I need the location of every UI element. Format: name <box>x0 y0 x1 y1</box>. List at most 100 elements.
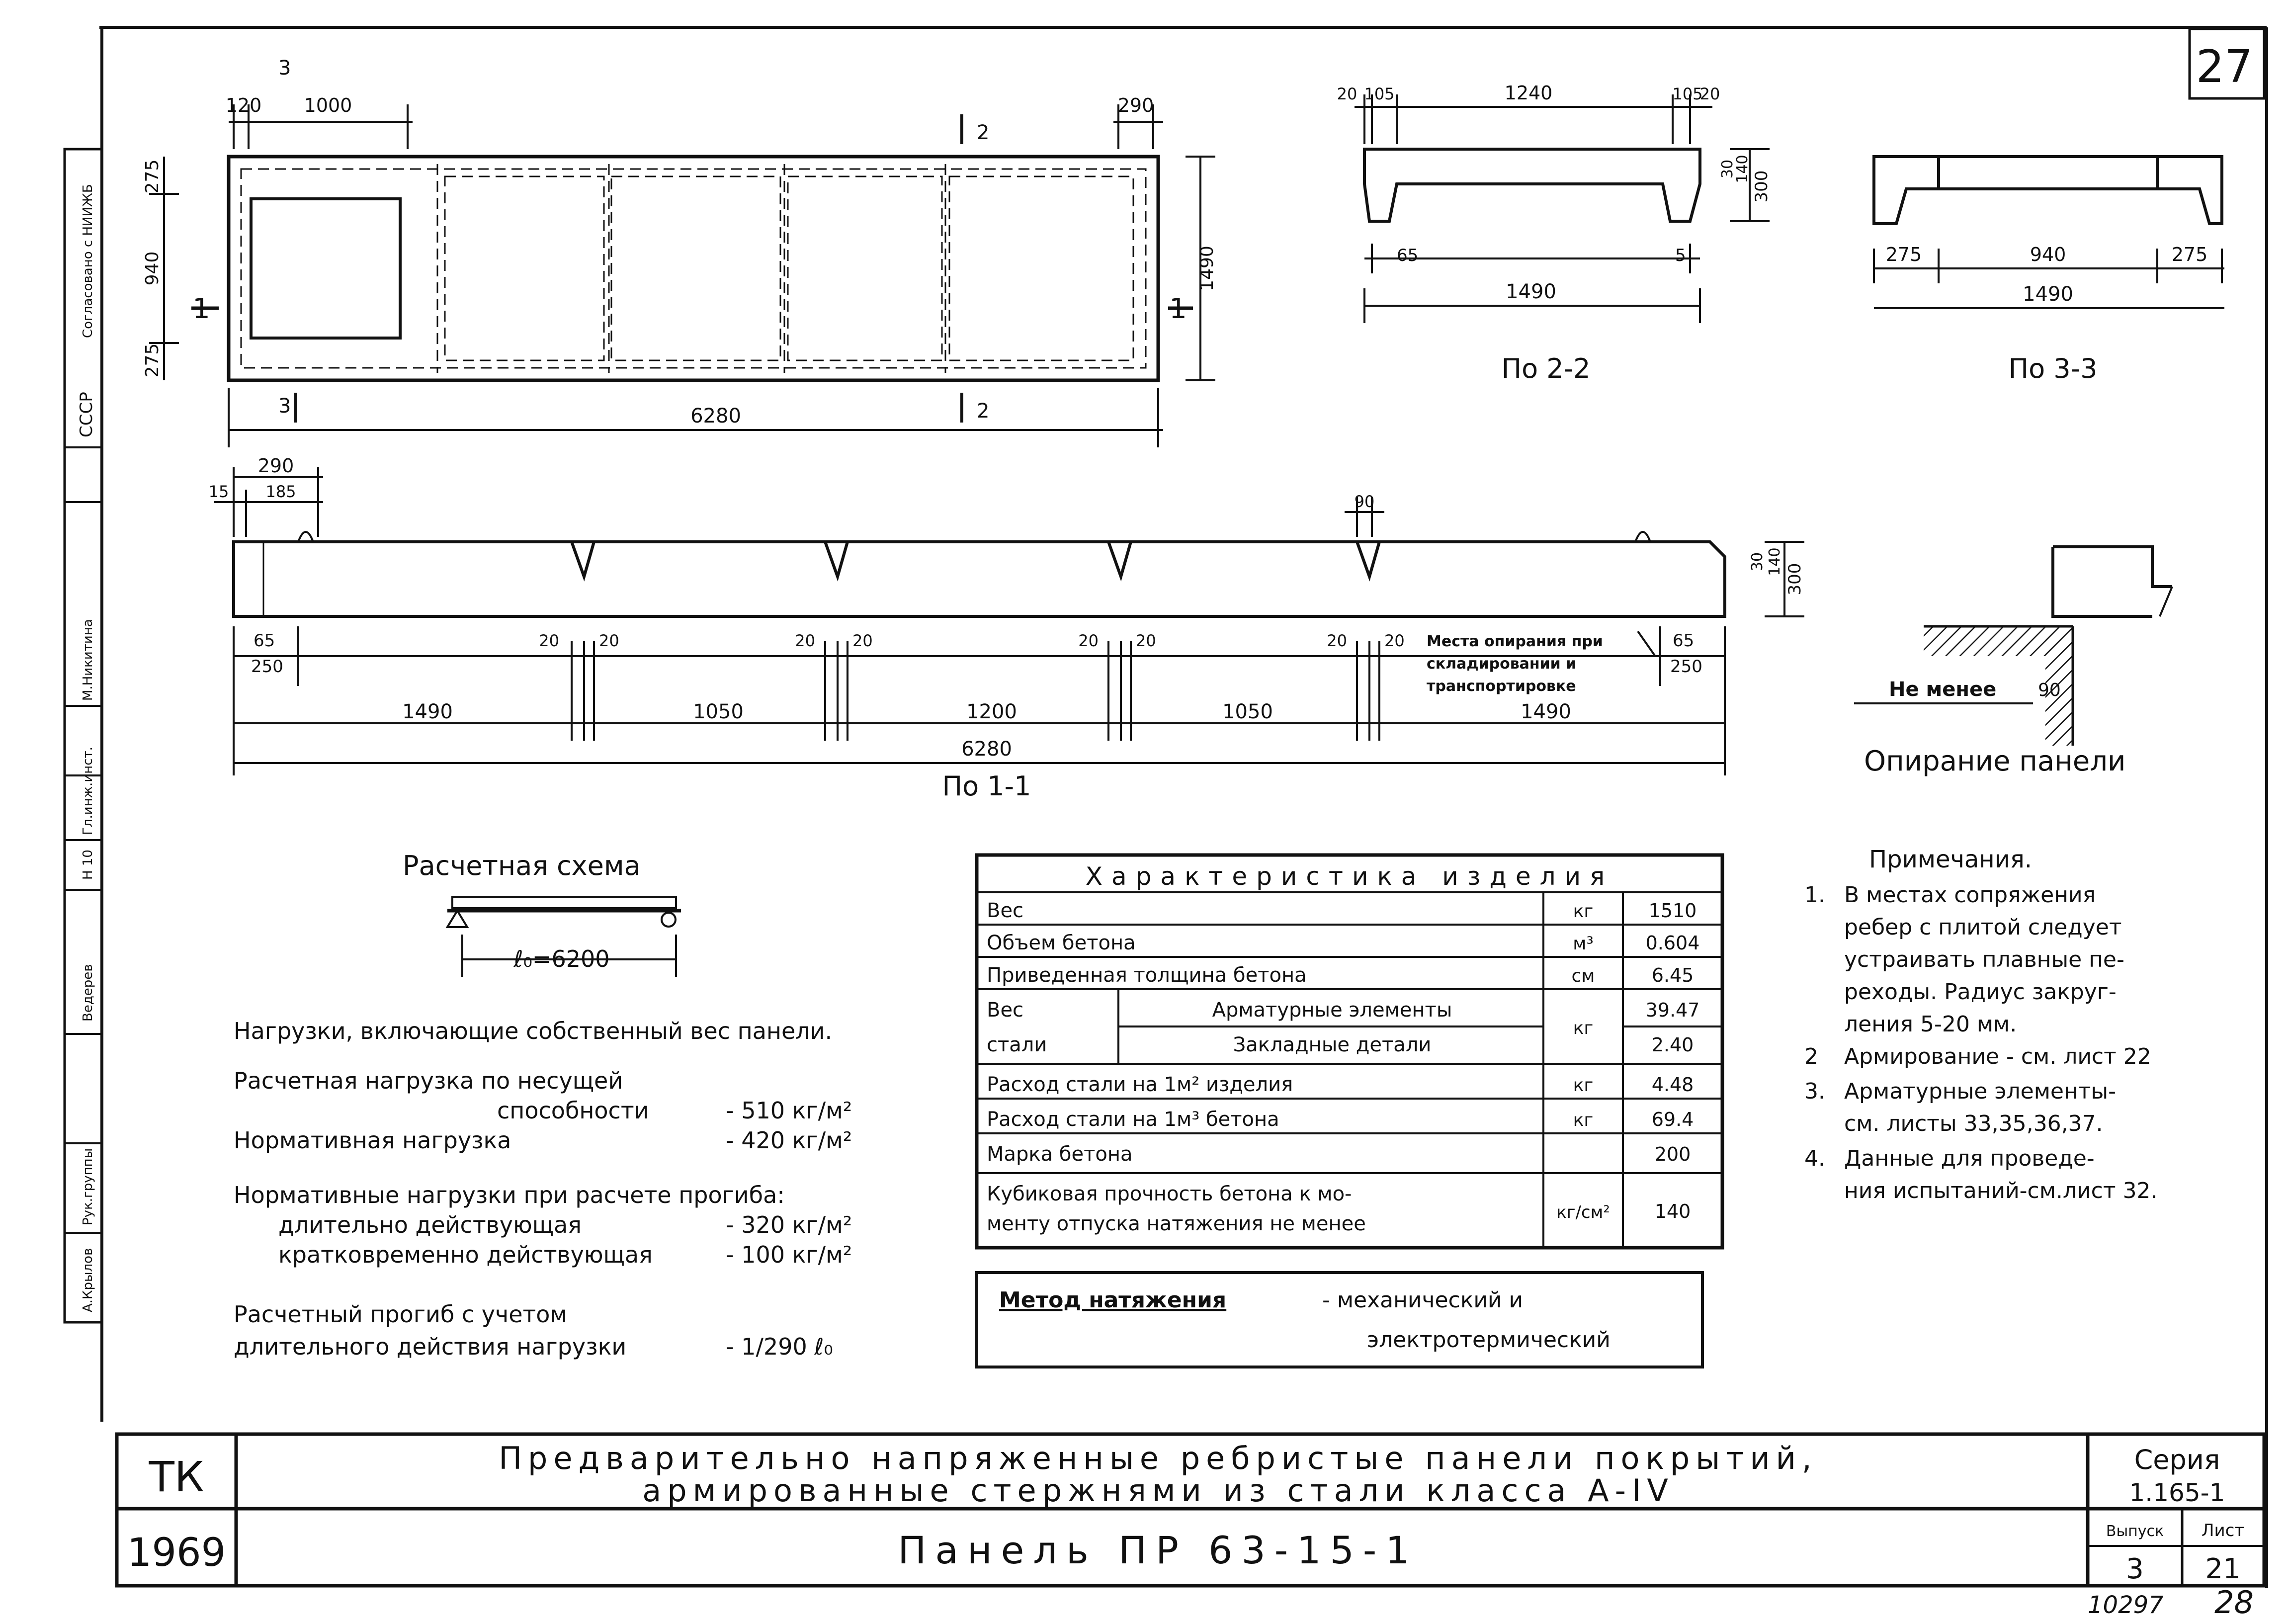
sec11-dim-290: 290 <box>258 455 294 477</box>
sec22-dim-20a: 20 <box>1337 85 1357 103</box>
loads-short-term: кратковременно действующая <box>278 1241 653 1268</box>
char-row-6-label: Кубиковая прочность бетона к мо- <box>987 1183 1352 1205</box>
sec22-dim-30: 30 <box>1719 160 1736 178</box>
support-not-less: Не менее <box>1889 678 1996 701</box>
notes: Примечания. 1. В местах сопряжения ребер… <box>1804 846 2157 1203</box>
char-row-5-value: 200 <box>1655 1143 1691 1165</box>
loads-deflection-2: длительного действия нагрузки <box>234 1333 626 1360</box>
char-steel-sub-2: Закладные детали <box>1233 1033 1432 1056</box>
title-series-label: Серия <box>2134 1444 2220 1475</box>
char-steel-sub-1: Арматурные элементы <box>1212 999 1452 1022</box>
char-row-2-value: 6.45 <box>1652 964 1694 986</box>
loads-short-term-value: - 100 кг/м² <box>726 1241 852 1268</box>
char-title: Характеристика изделия <box>1086 862 1613 891</box>
char-steel-val-2: 2.40 <box>1652 1034 1694 1056</box>
sec22-dim-300: 300 <box>1752 171 1772 203</box>
plan-dim-left-940: 940 <box>142 252 163 286</box>
sec11-dim-15: 15 <box>209 482 229 501</box>
title-org: ТК <box>149 1453 204 1501</box>
char-row-4-value: 69.4 <box>1652 1109 1694 1130</box>
plan-view: 120 1000 290 275 940 275 1490 6280 1 1 2… <box>142 57 1217 447</box>
char-row-3-value: 4.48 <box>1652 1074 1694 1096</box>
sec11-overall-6280: 6280 <box>961 738 1012 761</box>
plan-dim-right-1490: 1490 <box>1197 246 1217 291</box>
char-row-3-label: Расход стали на 1м² изделия <box>987 1073 1293 1096</box>
char-steel-label-2: стали <box>987 1033 1047 1056</box>
char-row-6-value: 140 <box>1655 1200 1691 1222</box>
sec11-span-1490b: 1490 <box>1521 700 1571 723</box>
title-year: 1969 <box>127 1531 226 1575</box>
sec11-dim-rib2a: 20 <box>795 631 815 650</box>
note-1-line-3: устраивать плавные пе- <box>1844 947 2124 972</box>
stamp-col-2: Ведерев <box>81 964 95 1022</box>
plan-dim-6280: 6280 <box>690 405 741 427</box>
note-1-line-4: реходы. Радиус закруг- <box>1844 979 2117 1005</box>
char-row-1-unit: м³ <box>1573 934 1594 954</box>
title-block: ТК 1969 Предварительно напряженные ребри… <box>115 1432 2266 1588</box>
title-line-2: армированные стержнями из стали класса А… <box>642 1472 1674 1509</box>
stamp-col-1: Рук.группы <box>81 1148 95 1225</box>
char-row-6-label2: менту отпуска натяжения не менее <box>987 1212 1366 1235</box>
stamp-col-3: Н 10 <box>81 850 95 880</box>
sec33-dim-940: 940 <box>2030 244 2066 265</box>
note-1-line-5: ления 5-20 мм. <box>1844 1012 2017 1037</box>
page-number-box <box>2188 27 2266 100</box>
stamp-col-0: А.Крылов <box>81 1248 95 1312</box>
sec11-dim-65a: 65 <box>254 631 275 651</box>
plan-mark-3-bottom: 3 <box>278 395 291 418</box>
char-row-0-unit: кг <box>1573 901 1594 922</box>
plan-dim-left-275a: 275 <box>142 160 163 194</box>
sec11-dim-rib4a: 20 <box>1327 631 1347 650</box>
sec11-span-1050a: 1050 <box>693 700 744 723</box>
char-steel-val-1: 39.47 <box>1646 999 1700 1021</box>
sec11-span-1490a: 1490 <box>402 700 453 723</box>
sec11-dim-rib3a: 20 <box>1078 631 1099 650</box>
sec22-dim-1490: 1490 <box>1506 280 1556 303</box>
calc-span-label: ℓ₀=6200 <box>513 945 609 972</box>
char-row-1-label: Объем бетона <box>987 932 1136 954</box>
note-1-line-1: В местах сопряжения <box>1844 882 2096 908</box>
support-detail: Не менее 90 Опирание панели <box>1854 545 2173 777</box>
note-3-line-2: см. листы 33,35,36,37. <box>1844 1111 2103 1136</box>
char-row-0-value: 1510 <box>1649 900 1697 922</box>
sec11-caption: По 1-1 <box>942 770 1031 802</box>
loads-normative: Нормативная нагрузка <box>234 1127 511 1154</box>
sec22-dim-105b: 105 <box>1672 85 1702 103</box>
note-3-n: 3. <box>1804 1079 1825 1104</box>
char-steel-label-1: Вес <box>987 999 1023 1022</box>
sec11-support-note-2: складировании и <box>1427 655 1576 673</box>
tension-method: Метод натяжения - механический и электро… <box>975 1271 1704 1368</box>
loads-deflection-value: - 1/290 ℓ₀ <box>726 1333 833 1360</box>
plan-dim-120: 120 <box>226 94 262 116</box>
sec11-dim-30: 30 <box>1749 552 1766 571</box>
loads-long-term-value: - 320 кг/м² <box>726 1211 852 1238</box>
loads-design-value: - 510 кг/м² <box>726 1097 852 1124</box>
sec33-dim-275b: 275 <box>2172 244 2208 265</box>
sec11-dim-250a: 250 <box>251 657 283 677</box>
char-row-2-unit: см <box>1572 966 1595 986</box>
side-stamp: СССР А.Крылов Рук.группы Ведерев Н 10 Гл… <box>63 148 103 1324</box>
note-2-line-1: Армирование - см. лист 22 <box>1844 1044 2151 1069</box>
sec11-support-note-1: Места опирания при <box>1427 633 1603 650</box>
sec11-dim-90: 90 <box>1355 492 1375 511</box>
stamp-col-6: Согласовано с НИИЖБ <box>81 184 95 338</box>
title-issue-value: 3 <box>2126 1553 2144 1585</box>
note-4-line-1: Данные для проведе- <box>1844 1146 2095 1171</box>
char-steel-unit: кг <box>1573 1018 1594 1038</box>
sec22-dim-140: 140 <box>1734 155 1751 183</box>
stamp-number: 10297 <box>2088 1591 2164 1619</box>
loads-deflection-heading: Нормативные нагрузки при расчете прогиба… <box>234 1182 785 1208</box>
char-row-6-unit: кг/см² <box>1556 1202 1610 1222</box>
sec33-caption: По 3-3 <box>2008 353 2097 384</box>
sec11-dim-140: 140 <box>1766 547 1783 576</box>
char-row-0-label: Вес <box>987 899 1023 922</box>
char-row-4-label: Расход стали на 1м³ бетона <box>987 1108 1279 1131</box>
sec22-caption: По 2-2 <box>1501 353 1590 384</box>
sec11-dim-rib2b: 20 <box>852 631 873 650</box>
title-sheet-label: Лист <box>2202 1521 2244 1540</box>
section-1-1: 290 15 185 90 30 140 300 65 250 20 20 20… <box>209 455 1805 802</box>
loads: Нагрузки, включающие собственный вес пан… <box>234 1018 852 1360</box>
page-number-top: 27 <box>2196 41 2253 93</box>
section-2-2: 20 105 1240 105 20 30 140 300 65 5 1490 … <box>1337 82 1772 384</box>
